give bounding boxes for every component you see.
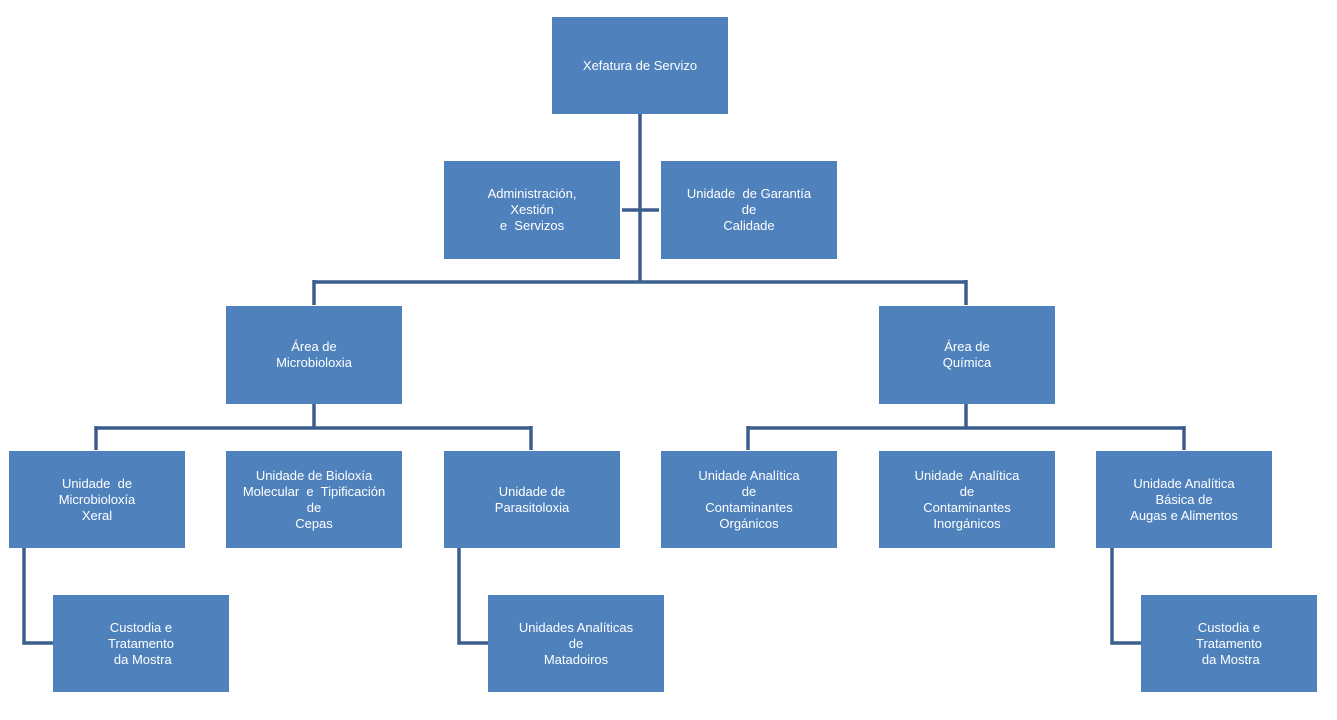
unit-box-augas-alimentos: Unidade Analítica Básica de Augas e Alim… xyxy=(1096,451,1272,548)
sub-label: Custodia e Tratamento da Mostra xyxy=(108,619,174,667)
head-box: Xefatura de Servizo xyxy=(552,17,728,114)
unit-box-micro-xeral: Unidade de Microbioloxía Xeral xyxy=(9,451,185,548)
connector-sub-matadoiros xyxy=(457,548,488,645)
unit-label: Unidade Analítica de Contaminantes Inorg… xyxy=(914,467,1020,531)
connector-sub-custodia-micro xyxy=(22,548,53,645)
area-micro-label: Área de Microbioloxia xyxy=(276,339,352,370)
head-label: Xefatura de Servizo xyxy=(582,57,698,73)
sub-box-custodia-quimica: Custodia e Tratamento da Mostra xyxy=(1141,595,1317,692)
unit-box-bioloxia-molecular: Unidade de Bioloxía Molecular e Tipifica… xyxy=(226,451,402,548)
unit-label: Unidade de Bioloxía Molecular e Tipifica… xyxy=(242,467,386,531)
unit-label: Unidade Analítica de Contaminantes Orgán… xyxy=(698,467,800,531)
sub-box-custodia-micro: Custodia e Tratamento da Mostra xyxy=(53,595,229,692)
staff-box-calidade: Unidade de Garantía de Calidade xyxy=(661,161,837,259)
unit-box-organicos: Unidade Analítica de Contaminantes Orgán… xyxy=(661,451,837,548)
connector-sub-custodia-quimica xyxy=(1110,548,1141,645)
unit-label: Unidade de Microbioloxía Xeral xyxy=(58,475,136,523)
area-quimica-label: Área de Química xyxy=(942,339,992,370)
staff-admin-label: Administración, Xestión e Servizos xyxy=(487,186,577,233)
unit-label: Unidade de Parasitoloxia xyxy=(494,483,570,515)
sub-label: Unidades Analíticas de Matadoiros xyxy=(518,619,634,667)
unit-label: Unidade Analítica Básica de Augas e Alim… xyxy=(1130,475,1238,523)
area-box-micro: Área de Microbioloxia xyxy=(226,306,402,404)
sub-box-matadoiros: Unidades Analíticas de Matadoiros xyxy=(488,595,664,692)
area-box-quimica: Área de Química xyxy=(879,306,1055,404)
unit-box-inorganicos: Unidade Analítica de Contaminantes Inorg… xyxy=(879,451,1055,548)
sub-label: Custodia e Tratamento da Mostra xyxy=(1196,619,1262,667)
unit-box-parasitoloxia: Unidade de Parasitoloxia xyxy=(444,451,620,548)
staff-box-admin: Administración, Xestión e Servizos xyxy=(444,161,620,259)
staff-calidade-label: Unidade de Garantía de Calidade xyxy=(686,186,812,233)
